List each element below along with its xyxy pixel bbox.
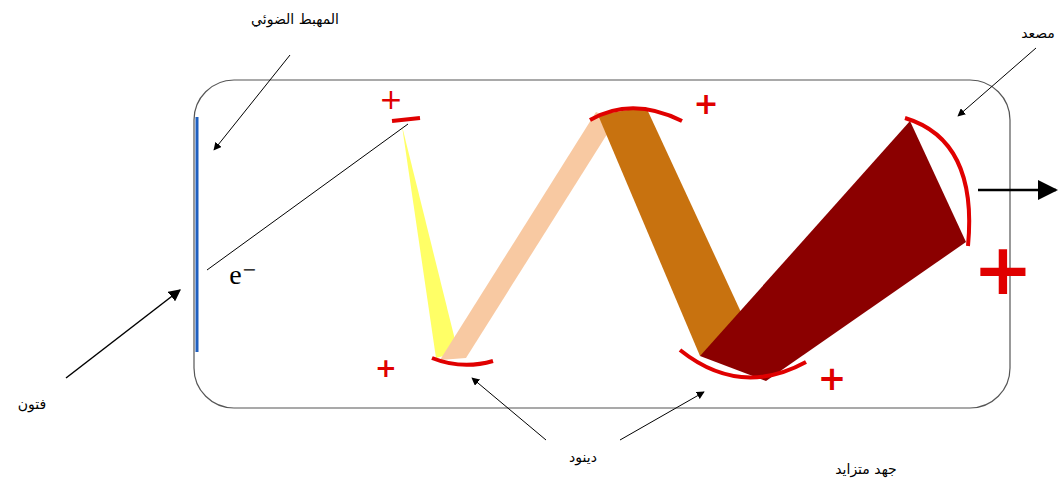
part-label: فتون (18, 397, 46, 412)
output-arrow (978, 189, 1056, 192)
electron-symbol: e⁻ (229, 260, 256, 291)
dynode (590, 108, 682, 121)
part-label: جهد متزايد (835, 462, 897, 477)
electron-beam (402, 126, 458, 358)
part-label: مصعد (1021, 26, 1055, 41)
leader-line (958, 48, 1036, 116)
polarity-sign: + (379, 85, 402, 116)
part-label: دينود (569, 450, 597, 465)
dynode (432, 358, 493, 365)
polarity-sign: + (973, 230, 1033, 309)
leader-line (620, 392, 704, 440)
leader-line (472, 378, 546, 440)
tube-envelope (194, 80, 1010, 408)
part-label: المهبط الضوئي (251, 12, 339, 27)
dynode (680, 350, 806, 377)
polarity-sign: + (818, 360, 847, 397)
polarity-sign: + (375, 354, 397, 383)
anode (905, 118, 969, 246)
electron-beam (598, 107, 752, 356)
electron-beam (440, 112, 616, 360)
electron-path (207, 124, 408, 270)
electron-beam (700, 121, 966, 381)
dynode (392, 118, 420, 121)
photocathode (196, 117, 199, 352)
polarity-sign: + (693, 87, 718, 120)
photon-arrow (66, 290, 180, 378)
leader-line (214, 55, 290, 150)
